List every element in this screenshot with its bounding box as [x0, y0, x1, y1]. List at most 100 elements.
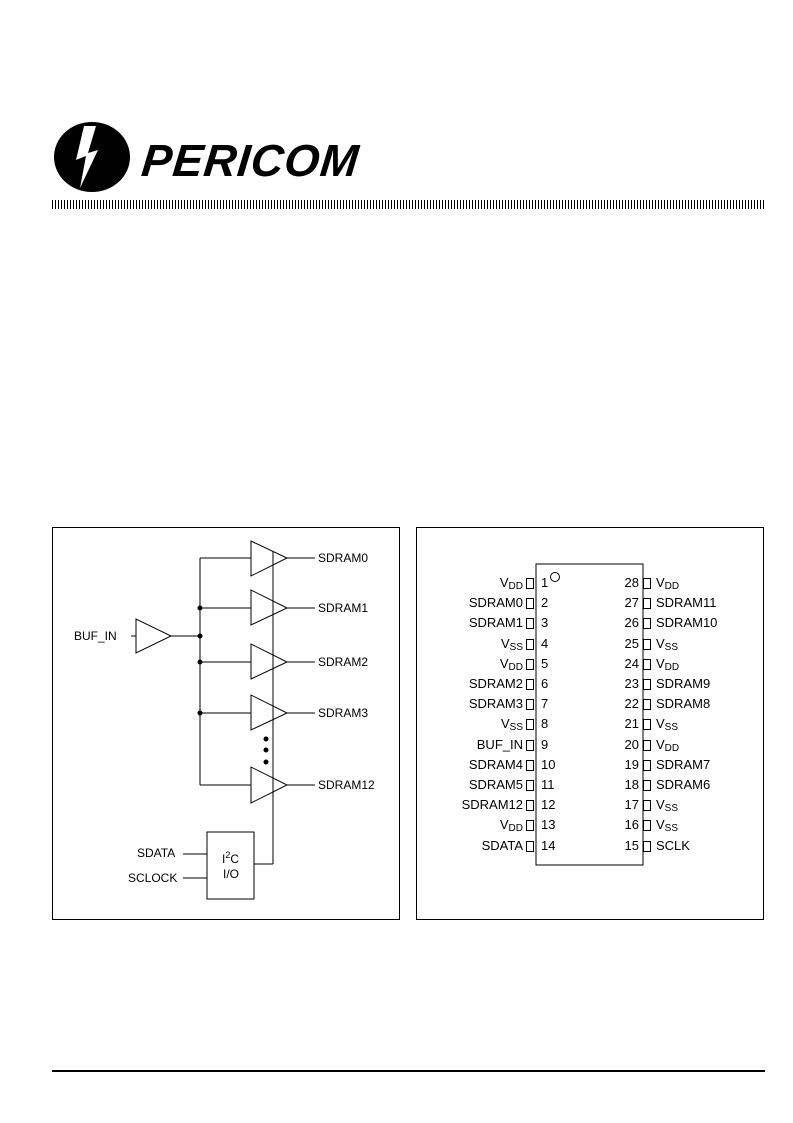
output-buffer-2 [250, 643, 289, 680]
io-block-label: I/O [223, 867, 240, 881]
pin-number: 28 [624, 575, 639, 590]
pin-name: VDD [656, 575, 680, 592]
pin-name: SDRAM2 [468, 676, 523, 691]
sdram2-output-label: SDRAM2 [318, 655, 369, 669]
pin1-marker [550, 572, 560, 582]
pin-pad [643, 598, 651, 610]
pin-pad [643, 638, 651, 650]
pin-name: VDD [499, 817, 523, 835]
pin-number: 13 [541, 817, 556, 833]
sdram3-output-label: SDRAM3 [318, 706, 369, 720]
output-buffer-12 [250, 766, 289, 804]
pin-name: VDD [656, 736, 680, 754]
pin-name: SDRAM3 [468, 696, 523, 712]
sdram12-output-label: SDRAM12 [318, 778, 375, 792]
sclock-input-label: SCLOCK [128, 871, 178, 885]
pin-number: 26 [624, 615, 639, 631]
pin-name: SDRAM12 [461, 797, 523, 813]
pin-number: 7 [541, 696, 549, 712]
ic-package-outline [535, 563, 644, 866]
pin-pad [526, 699, 534, 711]
output-buffer-3 [250, 694, 289, 731]
pin-pad [526, 598, 534, 610]
pin-pad [643, 618, 651, 630]
pin-name: SDRAM8 [656, 696, 711, 712]
pin-pad [526, 719, 534, 731]
pin-number: 11 [541, 777, 555, 792]
pin-pad [643, 679, 651, 690]
sdram0-output-label: SDRAM0 [318, 551, 369, 565]
pin-name: BUF_IN [476, 736, 523, 752]
output-buffer-0 [250, 540, 289, 577]
output-buffer-1 [250, 589, 289, 626]
more-outputs-dot [263, 759, 269, 765]
pin-number: 18 [624, 777, 639, 792]
pin-number: 4 [541, 635, 549, 651]
pin-number: 17 [624, 797, 639, 813]
pin-number: 1 [541, 575, 549, 590]
pin-name: SDATA [481, 837, 523, 853]
pin-pad [526, 800, 534, 812]
pin-pad [526, 618, 534, 630]
pin-pad [643, 578, 651, 589]
pin-number: 5 [541, 655, 549, 671]
pin-pad [643, 780, 651, 791]
pin-number: 8 [541, 716, 549, 732]
pin-number: 20 [624, 736, 639, 752]
pin-number: 25 [624, 635, 639, 651]
pin-name: VDD [499, 575, 523, 592]
pin-name: SDRAM10 [656, 615, 718, 631]
pin-name: VDD [656, 655, 680, 673]
pin-number: 24 [624, 655, 639, 671]
pin-pad [526, 638, 534, 650]
pin-name: SCLK [656, 837, 690, 853]
pin-name: SDRAM11 [656, 595, 717, 611]
sdram1-output-label: SDRAM1 [318, 601, 369, 615]
pin-number: 6 [541, 676, 549, 691]
pin-number: 15 [624, 837, 639, 853]
pin-pad [526, 658, 534, 670]
pin-name: VSS [500, 716, 523, 734]
pin-number: 16 [624, 817, 639, 833]
pin-name: VSS [656, 635, 679, 653]
pin-pad [643, 759, 651, 771]
pin-pad [526, 820, 534, 832]
pin-pad [643, 699, 651, 711]
pin-pad [643, 840, 651, 852]
pin-name: SDRAM1 [468, 615, 523, 631]
more-outputs-dot [263, 747, 269, 753]
sdata-input-label: SDATA [137, 846, 176, 860]
pin-pad [643, 800, 651, 812]
input-buffer-triangle [135, 618, 173, 654]
buf-in-label: BUF_IN [74, 629, 117, 643]
pin-pad [643, 658, 651, 670]
pericom-logo-icon [54, 122, 130, 192]
pin-name: SDRAM0 [468, 595, 523, 611]
i2c-io-block [206, 831, 255, 900]
pin-number: 23 [624, 676, 639, 691]
pin-number: 12 [541, 797, 556, 813]
pin-number: 2 [541, 595, 549, 611]
pin-pad [643, 820, 651, 832]
pin-name: VSS [500, 635, 523, 653]
brand-name: PERICOM [139, 135, 362, 186]
block-diagram-wiring [131, 540, 315, 900]
pin-pad [643, 719, 651, 731]
pin-name: SDRAM4 [468, 756, 523, 772]
pin-name: VSS [656, 716, 679, 734]
pin-pad [526, 759, 534, 771]
pin-name: SDRAM6 [656, 777, 711, 792]
pin-number: 21 [624, 716, 639, 732]
pin-number: 10 [541, 756, 556, 772]
pin-number: 3 [541, 615, 549, 631]
pin-pad [643, 739, 651, 751]
more-outputs-dot [263, 736, 269, 742]
footer-rule [52, 1070, 765, 1072]
i2c-block-label: I2C [222, 850, 240, 866]
pin-name: SDRAM9 [656, 676, 711, 691]
pin-number: 14 [541, 837, 556, 853]
header-tick-strip [52, 200, 765, 209]
pin-pad [526, 840, 534, 852]
pin-pad [526, 780, 534, 791]
